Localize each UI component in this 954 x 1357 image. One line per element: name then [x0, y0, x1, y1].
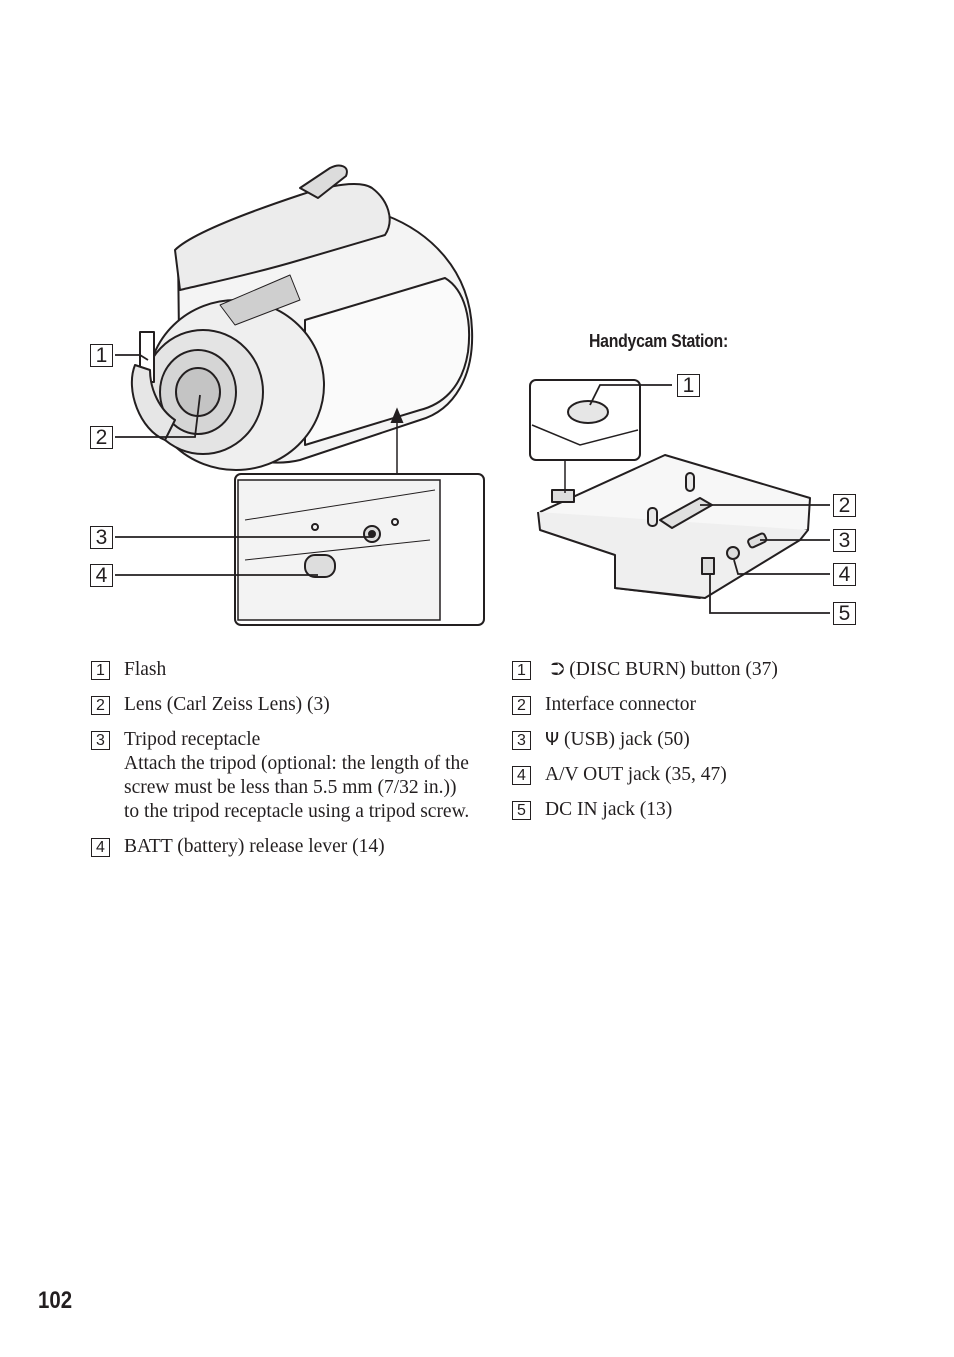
camera-part-item: 4 BATT (battery) release lever (14) [91, 835, 471, 859]
part-number: 2 [91, 696, 110, 715]
handycam-station [537, 454, 811, 599]
station-part-item: 2 Interface connector [512, 693, 912, 717]
part-label: Flash [124, 659, 167, 680]
camcorder-side-panel [304, 277, 471, 446]
part-detail: Attach the tripod (optional: the length … [124, 753, 470, 822]
part-number: 5 [512, 801, 531, 820]
usb-jack [747, 532, 768, 549]
camcorder-illustration [115, 164, 830, 626]
part-label: (DISC BURN) button (37) [569, 659, 778, 680]
station-callout-5: 5 [833, 602, 856, 625]
part-label: A/V OUT jack (35, 47) [545, 764, 727, 785]
av-out-jack [726, 546, 740, 560]
dc-in-jack [701, 557, 715, 575]
disc-burn-button [567, 400, 609, 424]
station-callout-1: 1 [677, 374, 700, 397]
part-number: 4 [91, 838, 110, 857]
station-part-item: 4 A/V OUT jack (35, 47) [512, 763, 912, 787]
camera-parts-list: 1 Flash 2 Lens (Carl Zeiss Lens) (3) 3 T… [91, 658, 471, 870]
zoom-lever [299, 164, 348, 199]
underside-inset [234, 407, 485, 626]
station-part-item: 1 ⮊ (DISC BURN) button (37) [512, 658, 912, 682]
usb-icon: Ψ [545, 729, 560, 750]
camera-callout-2: 2 [90, 426, 113, 449]
part-number: 4 [512, 766, 531, 785]
camera-callout-3: 3 [90, 526, 113, 549]
part-label: BATT (battery) release lever (14) [124, 836, 385, 857]
station-callout-3: 3 [833, 529, 856, 552]
station-part-item: 5 DC IN jack (13) [512, 798, 912, 822]
part-number: 2 [512, 696, 531, 715]
station-callout-4: 4 [833, 563, 856, 586]
part-number: 3 [512, 731, 531, 750]
camcorder-handle [174, 183, 391, 291]
disc-burn-icon: ⮊ [545, 659, 565, 680]
camera-part-item: 1 Flash [91, 658, 471, 682]
station-parts-list: 1 ⮊ (DISC BURN) button (37) 2 Interface … [512, 658, 912, 833]
camera-part-item: 2 Lens (Carl Zeiss Lens) (3) [91, 693, 471, 717]
station-callout-2: 2 [833, 494, 856, 517]
camera-callout-1: 1 [90, 344, 113, 367]
part-number: 1 [512, 661, 531, 680]
station-part-item: 3 Ψ (USB) jack (50) [512, 728, 912, 752]
parts-figure: Handycam Station: 1 2 3 4 1 2 3 4 5 [0, 0, 954, 640]
part-label: DC IN jack (13) [545, 799, 673, 820]
disc-burn-inset [529, 379, 641, 493]
part-label: Lens (Carl Zeiss Lens) (3) [124, 694, 330, 715]
part-label: Interface connector [545, 694, 697, 715]
part-label: Tripod receptacle [124, 729, 261, 750]
page-number: 102 [38, 1287, 73, 1314]
camera-callout-4: 4 [90, 564, 113, 587]
batt-release-lever [304, 554, 336, 578]
part-label: (USB) jack (50) [564, 729, 690, 750]
part-number: 1 [91, 661, 110, 680]
camera-part-item: 3 Tripod receptacle Attach the tripod (o… [91, 728, 471, 824]
station-title: Handycam Station: [589, 331, 728, 351]
part-number: 3 [91, 731, 110, 750]
